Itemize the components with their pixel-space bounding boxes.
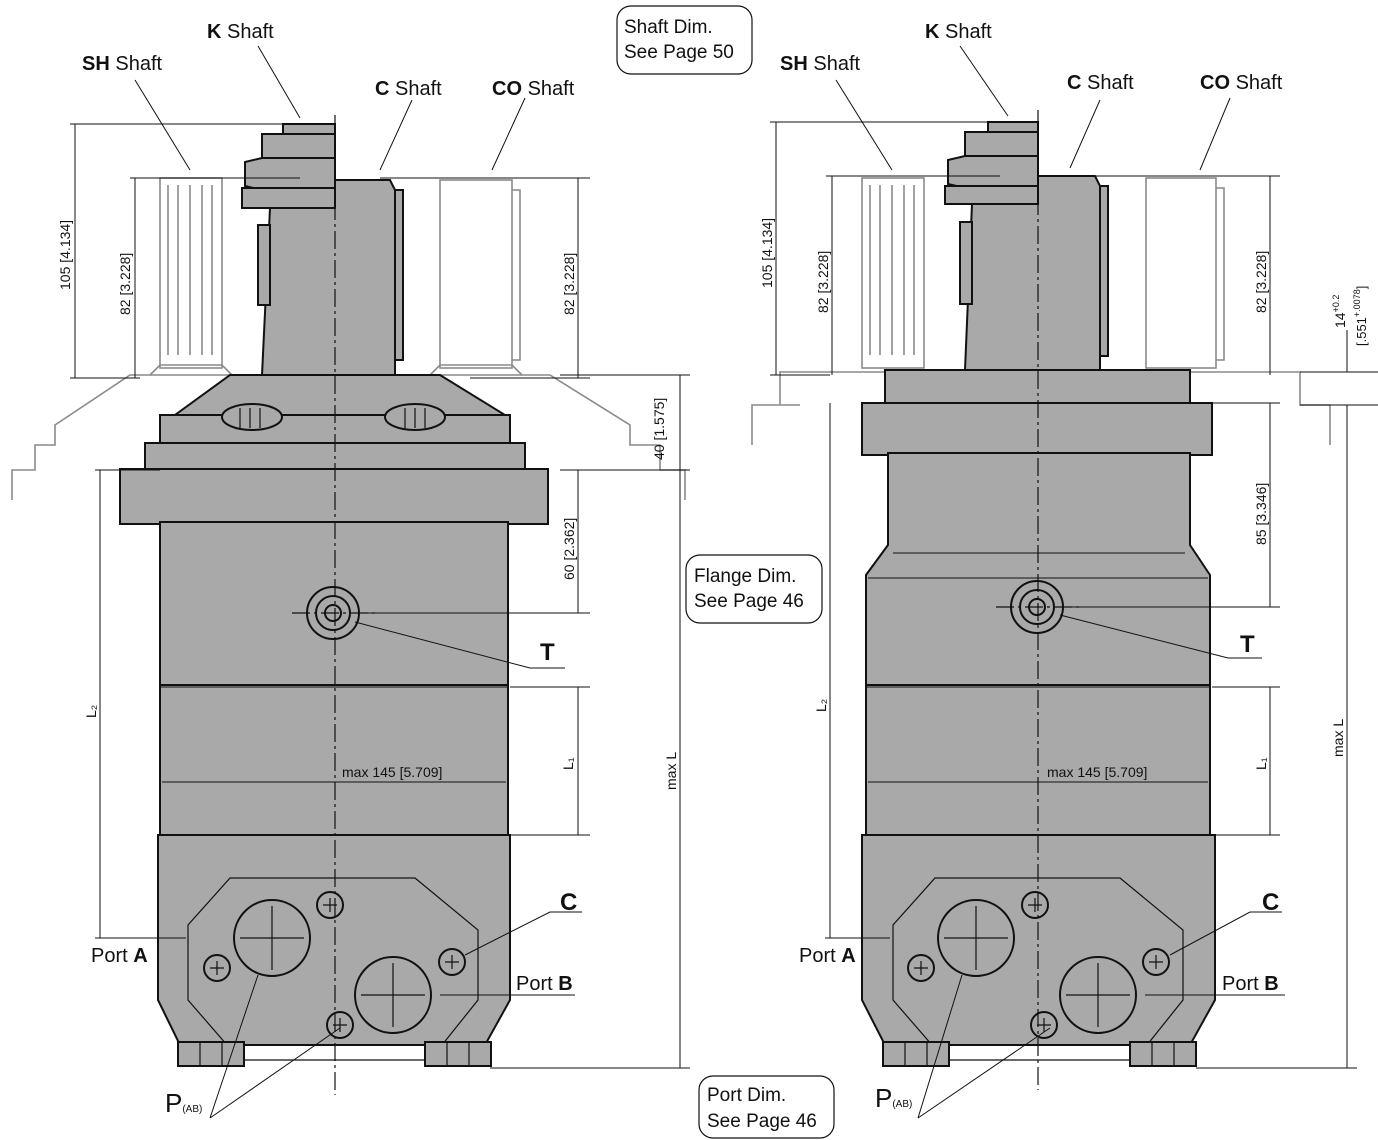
left-k-shaft-label: K Shaft bbox=[207, 21, 274, 43]
left-dim-max-l: max L bbox=[663, 752, 679, 790]
tolerance-sup: +0.2 bbox=[1331, 295, 1341, 313]
right-port-b-label: Port B bbox=[1222, 973, 1279, 995]
co-code: CO bbox=[1200, 72, 1230, 94]
callout-boxes bbox=[616, 5, 835, 1139]
left-dim-60: 60 [2.362] bbox=[561, 518, 577, 580]
right-dim-82-sh: 82 [3.228] bbox=[815, 251, 831, 313]
right-dim-82-co: 82 [3.228] bbox=[1253, 251, 1269, 313]
right-c-label: C bbox=[1262, 889, 1279, 916]
k-word: Shaft bbox=[227, 21, 274, 43]
right-sh-shaft-label: SH Shaft bbox=[780, 53, 861, 75]
left-dim-l1: L₁ bbox=[560, 757, 576, 770]
p-sub: (AB) bbox=[892, 1099, 912, 1110]
right-dim-85: 85 [3.346] bbox=[1253, 483, 1269, 545]
left-dim-82-co: 82 [3.228] bbox=[561, 253, 577, 315]
right-ghost-co-shaft bbox=[1145, 177, 1225, 369]
flange-dim-line2: See Page 46 bbox=[694, 591, 804, 612]
c-word: Shaft bbox=[395, 78, 442, 100]
port-dim-line2: See Page 46 bbox=[707, 1111, 817, 1132]
right-port-a-label: Port A bbox=[799, 945, 856, 967]
port-a-code: A bbox=[133, 945, 147, 967]
sh-word: Shaft bbox=[115, 53, 162, 75]
port-a-word: Port bbox=[91, 945, 128, 967]
right-dim-max145: max 145 [5.709] bbox=[1047, 764, 1147, 780]
co-word: Shaft bbox=[1236, 72, 1283, 94]
tolerance-value: 14 bbox=[1332, 312, 1348, 328]
tolerance-imperial: [.551+.0078] bbox=[1352, 286, 1369, 346]
right-dim-max-l: max L bbox=[1330, 719, 1346, 757]
p-main: P bbox=[875, 1083, 892, 1113]
left-t-label: T bbox=[540, 639, 555, 666]
left-k-shaft-nut bbox=[241, 123, 336, 209]
port-b-code: B bbox=[558, 973, 572, 995]
right-co-shaft-label: CO Shaft bbox=[1200, 72, 1283, 94]
c-code: C bbox=[375, 78, 389, 100]
sh-word: Shaft bbox=[813, 53, 860, 75]
left-dim-105: 105 [4.134] bbox=[57, 220, 73, 290]
flange-dim-line1: Flange Dim. bbox=[694, 566, 796, 587]
k-word: Shaft bbox=[945, 21, 992, 43]
left-key bbox=[257, 224, 271, 306]
left-p-label: P(AB) bbox=[165, 1088, 202, 1118]
left-port-a-label: Port A bbox=[91, 945, 148, 967]
co-word: Shaft bbox=[528, 78, 575, 100]
left-body-middle bbox=[159, 684, 509, 836]
left-ghost-co-shaft bbox=[429, 179, 523, 376]
left-shaft-body bbox=[260, 179, 396, 376]
right-t-label: T bbox=[1240, 631, 1255, 658]
right-main-flange bbox=[861, 402, 1213, 456]
shaft-dim-line2: See Page 50 bbox=[624, 42, 734, 63]
left-view bbox=[11, 115, 686, 1095]
left-port-b-label: Port B bbox=[516, 973, 573, 995]
left-dim-l2: L₂ bbox=[83, 705, 99, 718]
right-dim-l2: L₂ bbox=[813, 699, 829, 712]
k-code: K bbox=[207, 21, 222, 43]
right-c-shaft-label: C Shaft bbox=[1067, 72, 1134, 94]
right-view bbox=[751, 110, 1331, 1090]
tolerance-imperial-sup: +.0078 bbox=[1352, 289, 1362, 317]
right-p-label: P(AB) bbox=[875, 1083, 912, 1113]
right-k-shaft-label: K Shaft bbox=[925, 21, 992, 43]
right-shaft-body bbox=[963, 175, 1101, 371]
right-ghost-sh-shaft bbox=[861, 177, 925, 369]
tolerance-main: 14+0.2 bbox=[1331, 295, 1348, 328]
tolerance-imperial-value: [.551 bbox=[1354, 317, 1369, 346]
port-a-code: A bbox=[841, 945, 855, 967]
left-dim-max145: max 145 [5.709] bbox=[342, 764, 442, 780]
left-c-label: C bbox=[560, 889, 577, 916]
left-dimensions bbox=[70, 123, 690, 1069]
shaft-dim-callout bbox=[616, 5, 753, 75]
co-code: CO bbox=[492, 78, 522, 100]
left-c-shaft-label: C Shaft bbox=[375, 78, 442, 100]
sh-code: SH bbox=[780, 53, 808, 75]
flange-dim-callout bbox=[685, 554, 823, 624]
left-sh-shaft-label: SH Shaft bbox=[82, 53, 163, 75]
left-dim-40: 40 [1.575] bbox=[651, 398, 667, 460]
left-co-shaft-label: CO Shaft bbox=[492, 78, 575, 100]
c-code: C bbox=[1067, 72, 1081, 94]
tolerance-close: ] bbox=[1354, 286, 1369, 290]
left-ghost-sh-shaft bbox=[149, 177, 233, 376]
k-code: K bbox=[925, 21, 940, 43]
right-dim-l1: L₁ bbox=[1253, 757, 1269, 770]
leader-lines bbox=[134, 45, 1285, 1119]
port-dim-line1: Port Dim. bbox=[707, 1085, 786, 1106]
left-dim-82-sh: 82 [3.228] bbox=[117, 253, 133, 315]
port-b-code: B bbox=[1264, 973, 1278, 995]
p-main: P bbox=[165, 1088, 182, 1118]
p-sub: (AB) bbox=[182, 1104, 202, 1115]
port-dim-callout bbox=[698, 1075, 835, 1139]
port-a-word: Port bbox=[799, 945, 836, 967]
sh-code: SH bbox=[82, 53, 110, 75]
port-b-word: Port bbox=[1222, 973, 1259, 995]
port-b-word: Port bbox=[516, 973, 553, 995]
right-dim-105: 105 [4.134] bbox=[759, 218, 775, 288]
shaft-dim-line1: Shaft Dim. bbox=[624, 17, 713, 38]
c-word: Shaft bbox=[1087, 72, 1134, 94]
right-k-shaft-nut bbox=[944, 121, 1039, 205]
right-ghost-flange bbox=[751, 371, 1331, 445]
left-main-flange bbox=[119, 468, 549, 525]
